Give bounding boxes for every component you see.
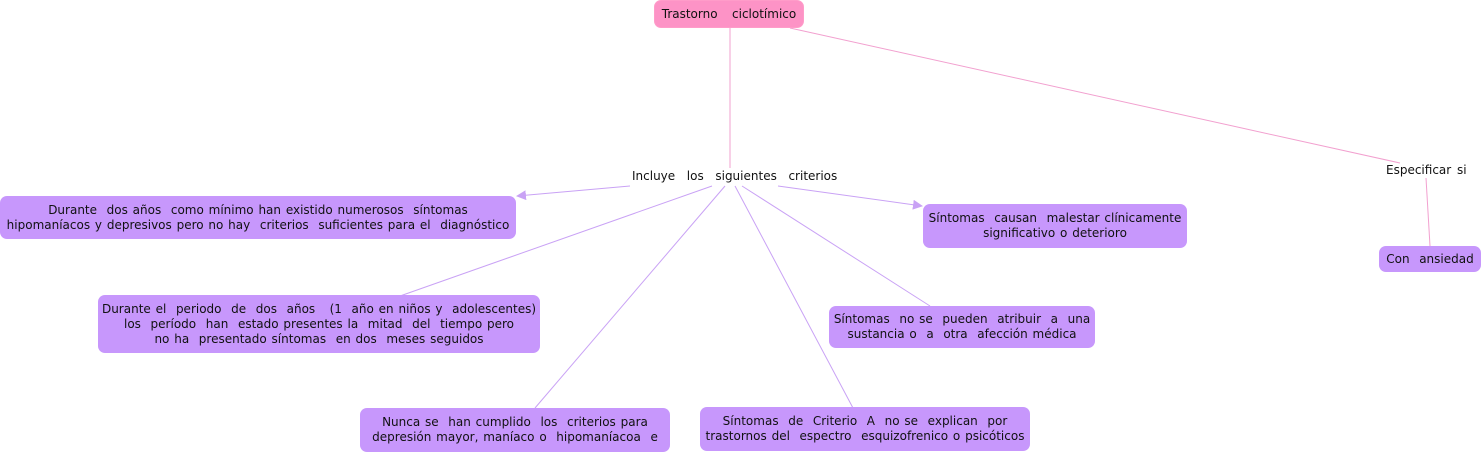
link-root-to-especificar (789, 27, 1401, 164)
concept-criterio-1[interactable]: Durante dos años como mínimo han existid… (0, 196, 516, 239)
link-criterio-1 (516, 185, 631, 201)
concept-con-ansiedad[interactable]: Con ansiedad (1379, 246, 1481, 272)
root-concept[interactable]: Trastorno ciclotímico (654, 0, 804, 28)
concept-criterio-3[interactable]: Nunca se han cumplido los criterios para… (360, 408, 670, 452)
link-criterio-3 (534, 185, 726, 409)
concept-criterio-4[interactable]: Síntomas de Criterio A no se explican po… (700, 407, 1030, 451)
concept-criterio-2[interactable]: Durante el periodo de dos años (1 año en… (98, 295, 540, 353)
concept-criterio-5[interactable]: Síntomas no se pueden atribuir a una sus… (829, 306, 1095, 348)
link-especificar-to-ansiedad (1425, 177, 1431, 247)
link-criterio-2 (399, 185, 713, 297)
link-criterio-6 (777, 185, 923, 210)
link-phrase-criterios: Incluye los siguientes criterios (632, 169, 838, 183)
link-criterio-4 (734, 185, 854, 409)
link-criterio-5 (741, 185, 931, 307)
link-phrase-especificar: Especificar si (1386, 163, 1467, 177)
concept-criterio-6[interactable]: Síntomas causan malestar clínicamente si… (923, 204, 1187, 248)
